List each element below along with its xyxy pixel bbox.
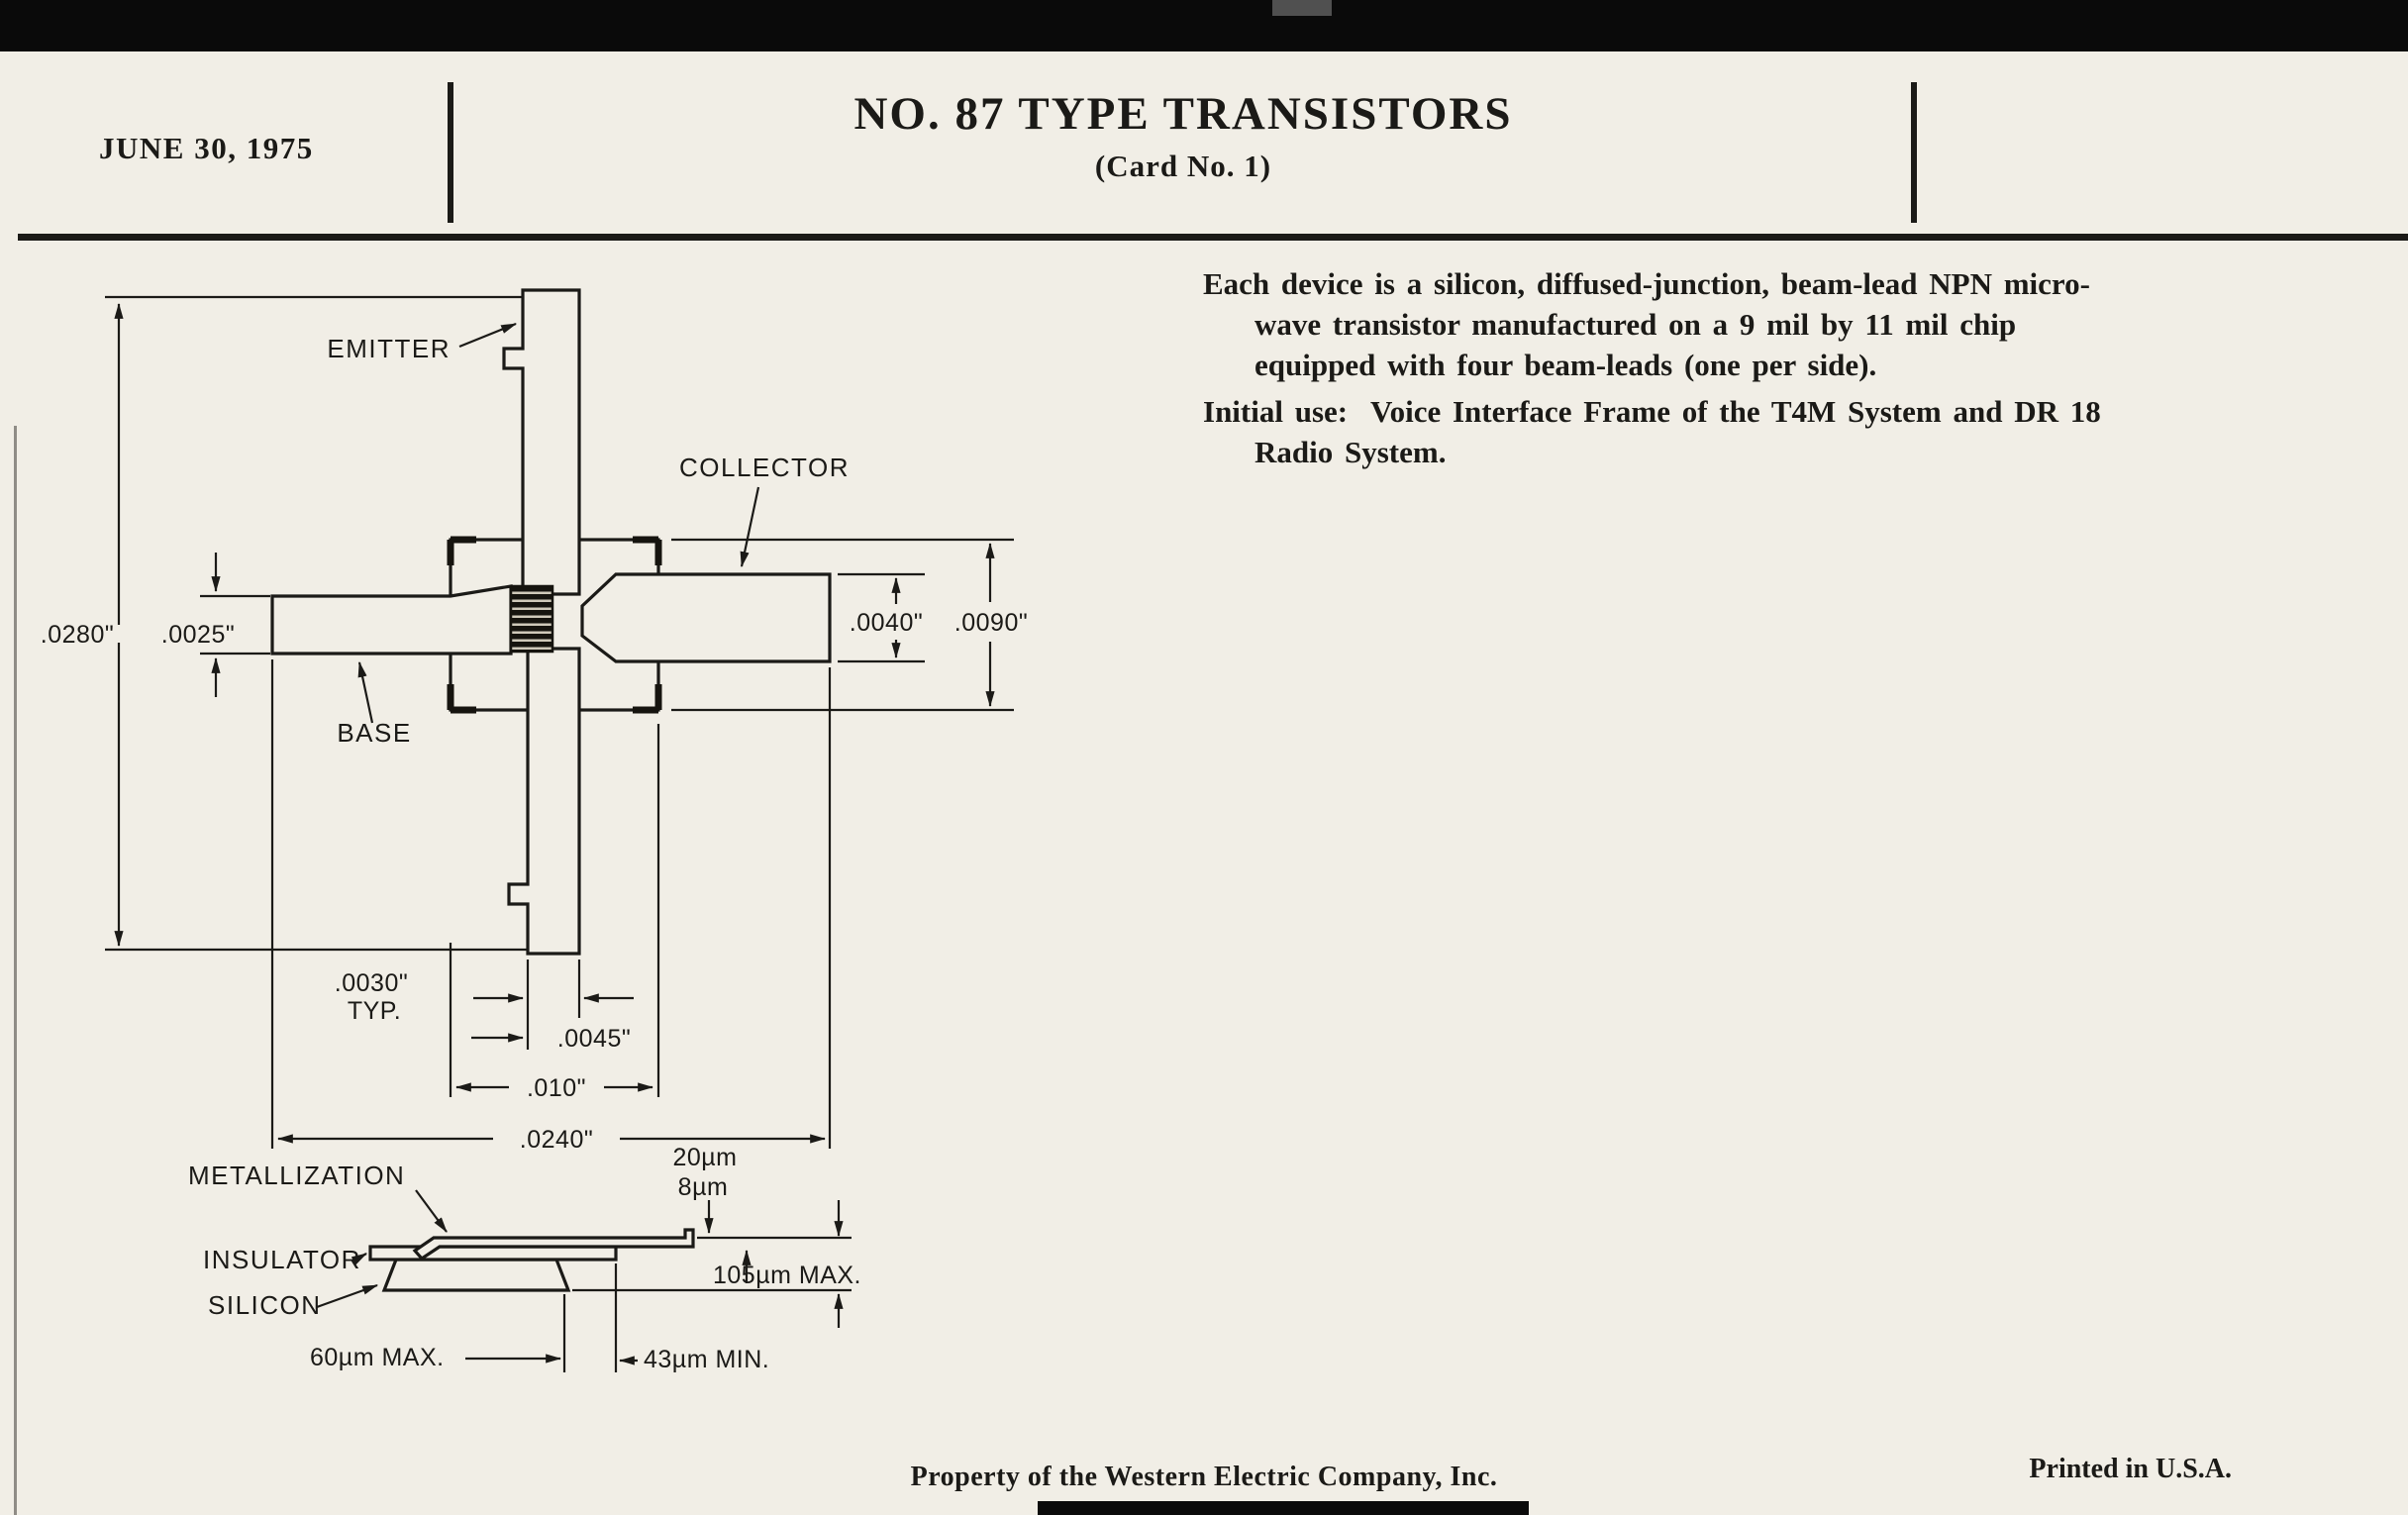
collector-lead — [580, 572, 832, 663]
dim-metal-8: 8µm — [678, 1173, 729, 1201]
description-line: wave transistor manufactured on a 9 mil … — [1254, 307, 2017, 342]
page-title: NO. 87 TYPE TRANSISTORS — [853, 88, 1513, 140]
insulator-leader — [351, 1253, 367, 1265]
silicon-label: SILICON — [208, 1290, 322, 1320]
dim-collector-width: .0040" — [850, 609, 923, 637]
metallization-label: METALLIZATION — [188, 1161, 405, 1190]
metallization-layer — [412, 1228, 695, 1262]
dim-overall-width: .0240" — [520, 1126, 593, 1154]
property-notice: Property of the Western Electric Company… — [910, 1462, 1498, 1492]
date-label: JUNE 30, 1975 — [99, 131, 314, 165]
metallization-leader — [415, 1189, 448, 1233]
printed-in-usa: Printed in U.S.A. — [2029, 1454, 2232, 1484]
scan-artifact-smudge — [1272, 0, 1332, 16]
emitter-leader — [458, 322, 518, 349]
silicon-leader — [316, 1283, 379, 1309]
collector-label: COLLECTOR — [679, 453, 850, 482]
emitter-lead — [502, 288, 581, 596]
dim-base-width: .0025" — [161, 621, 235, 649]
device-description: Each device is a silicon, diffused-junct… — [1203, 263, 2381, 472]
dim-silicon-width: 60µm MAX. — [310, 1344, 445, 1371]
dim-total-height: 105µm MAX. — [713, 1262, 861, 1289]
dim-overhang: 43µm MIN. — [644, 1346, 769, 1373]
finger-metallization — [509, 584, 554, 654]
dim-lead-inset-typ: TYP. — [348, 997, 401, 1025]
dim-chip-width: .010" — [527, 1074, 586, 1102]
silicon-layer — [381, 1258, 571, 1292]
description-line: Each device is a silicon, diffused-junct… — [1203, 266, 2090, 301]
dim-lead-inset: .0030" — [335, 969, 408, 997]
dim-metal-20: 20µm — [672, 1144, 737, 1171]
insulator-layer — [368, 1245, 618, 1262]
chip-corner-marks — [447, 536, 662, 714]
base-lead — [270, 584, 513, 656]
transistor-top-view: EMITTER COLLECTOR BASE .0280" .0025" .00… — [41, 288, 1028, 1154]
bottom-lead — [507, 647, 581, 956]
collector-leader — [740, 486, 760, 568]
header: NO. 87 TYPE TRANSISTORS (Card No. 1) — [455, 87, 1911, 184]
dim-chip-height: .0090" — [954, 609, 1028, 637]
description-line: equipped with four beam-leads (one per s… — [1254, 348, 1877, 382]
emitter-label: EMITTER — [327, 334, 451, 363]
scan-artifact-top-bar — [0, 0, 2408, 51]
header-rule — [18, 234, 2408, 241]
scan-artifact-edge-line — [14, 426, 17, 1515]
base-label: BASE — [337, 718, 411, 748]
scan-artifact-bottom-bar — [1038, 1501, 1529, 1515]
insulator-label: INSULATOR — [203, 1245, 361, 1274]
base-leader — [357, 660, 374, 724]
header-divider-left — [448, 82, 453, 223]
description-line: Initial use: Voice Interface Frame of th… — [1203, 394, 2101, 429]
card-number: (Card No. 1) — [1094, 149, 1272, 183]
dim-bottom-lead-width: .0045" — [557, 1025, 631, 1053]
description-line: Radio System. — [1254, 435, 1447, 469]
dim-overall-height: .0280" — [41, 621, 114, 649]
cross-section-view: METALLIZATION INSULATOR SILICON 20µm 8µm… — [188, 1144, 861, 1373]
header-divider-right — [1911, 82, 1917, 223]
